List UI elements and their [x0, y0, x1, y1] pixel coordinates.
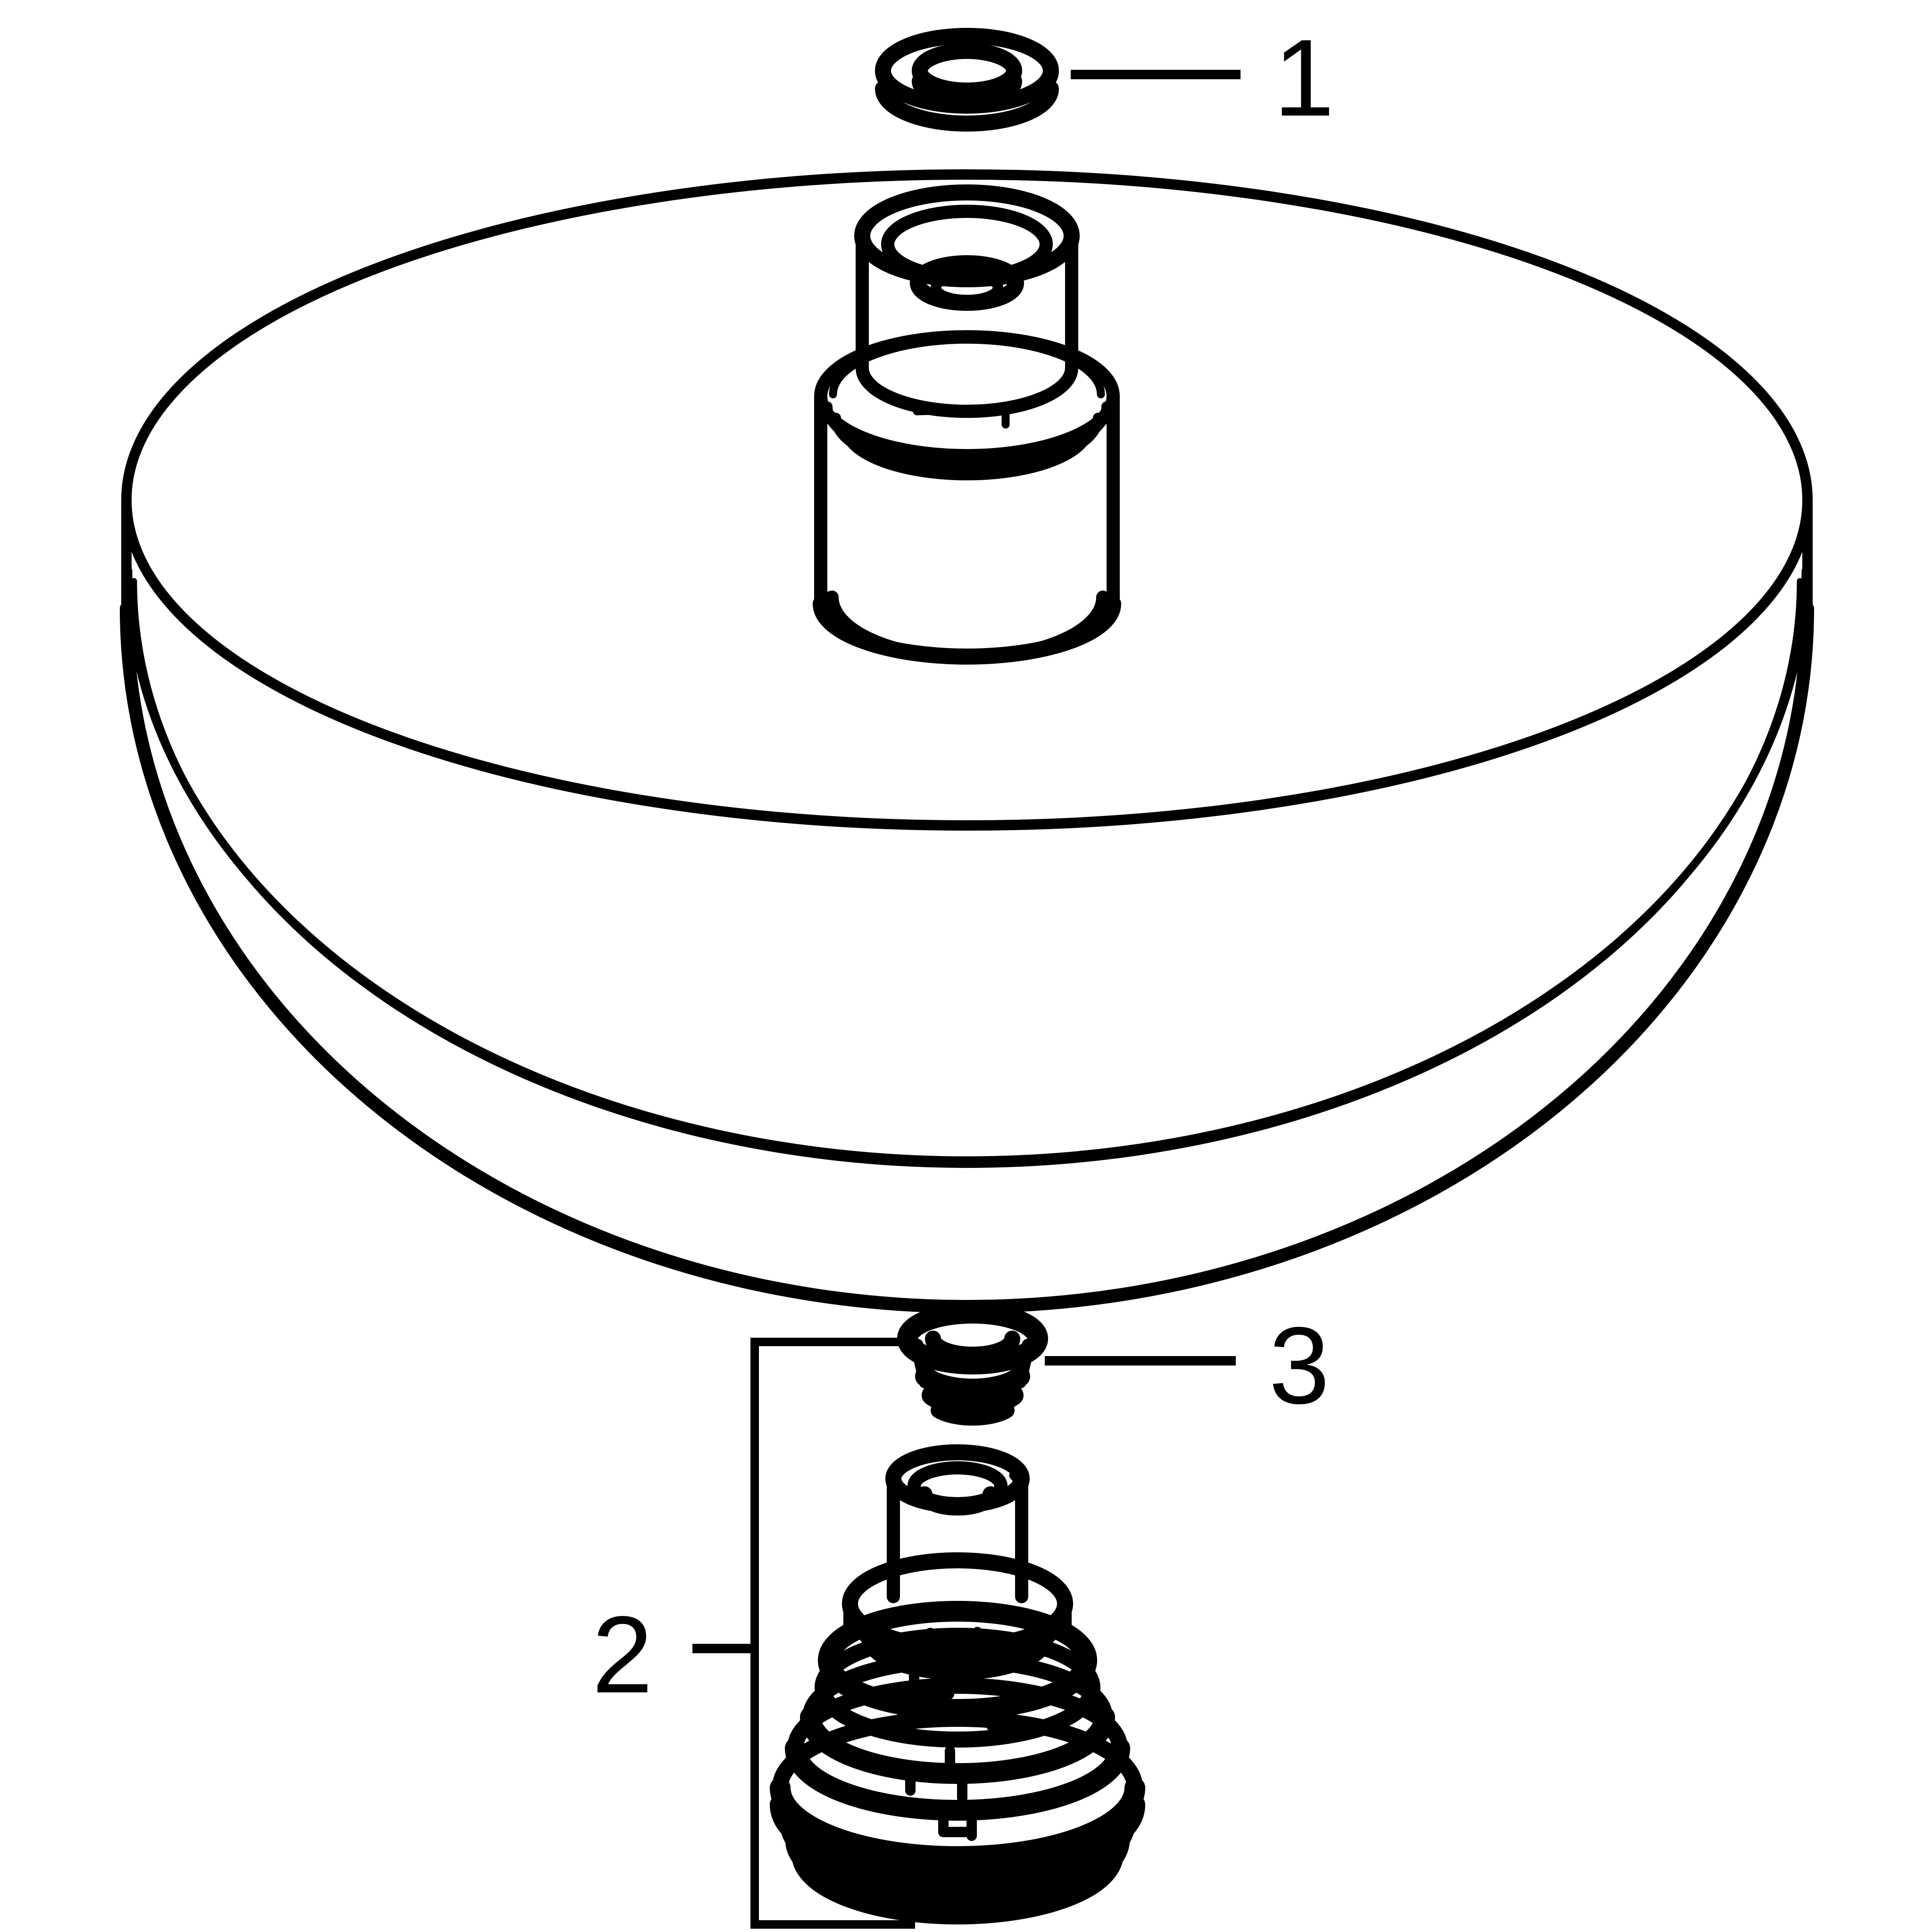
callout-label-1: 1 — [1274, 17, 1334, 139]
part-conical-gasket — [897, 1303, 1048, 1426]
callout-2-group: 2 — [592, 1338, 915, 1929]
part-washer-seal — [875, 28, 1059, 132]
part-ball-joint-connector — [813, 184, 1121, 665]
callout-label-3: 3 — [1269, 1305, 1330, 1427]
bracket-part-2 — [750, 1338, 915, 1929]
callout-1-group: 1 — [1071, 17, 1334, 139]
callout-3-group: 3 — [1045, 1305, 1330, 1427]
part-cartridge-nozzle — [770, 1444, 1145, 1924]
part-shower-head-disc — [120, 169, 1814, 1313]
callout-label-2: 2 — [592, 1594, 653, 1716]
